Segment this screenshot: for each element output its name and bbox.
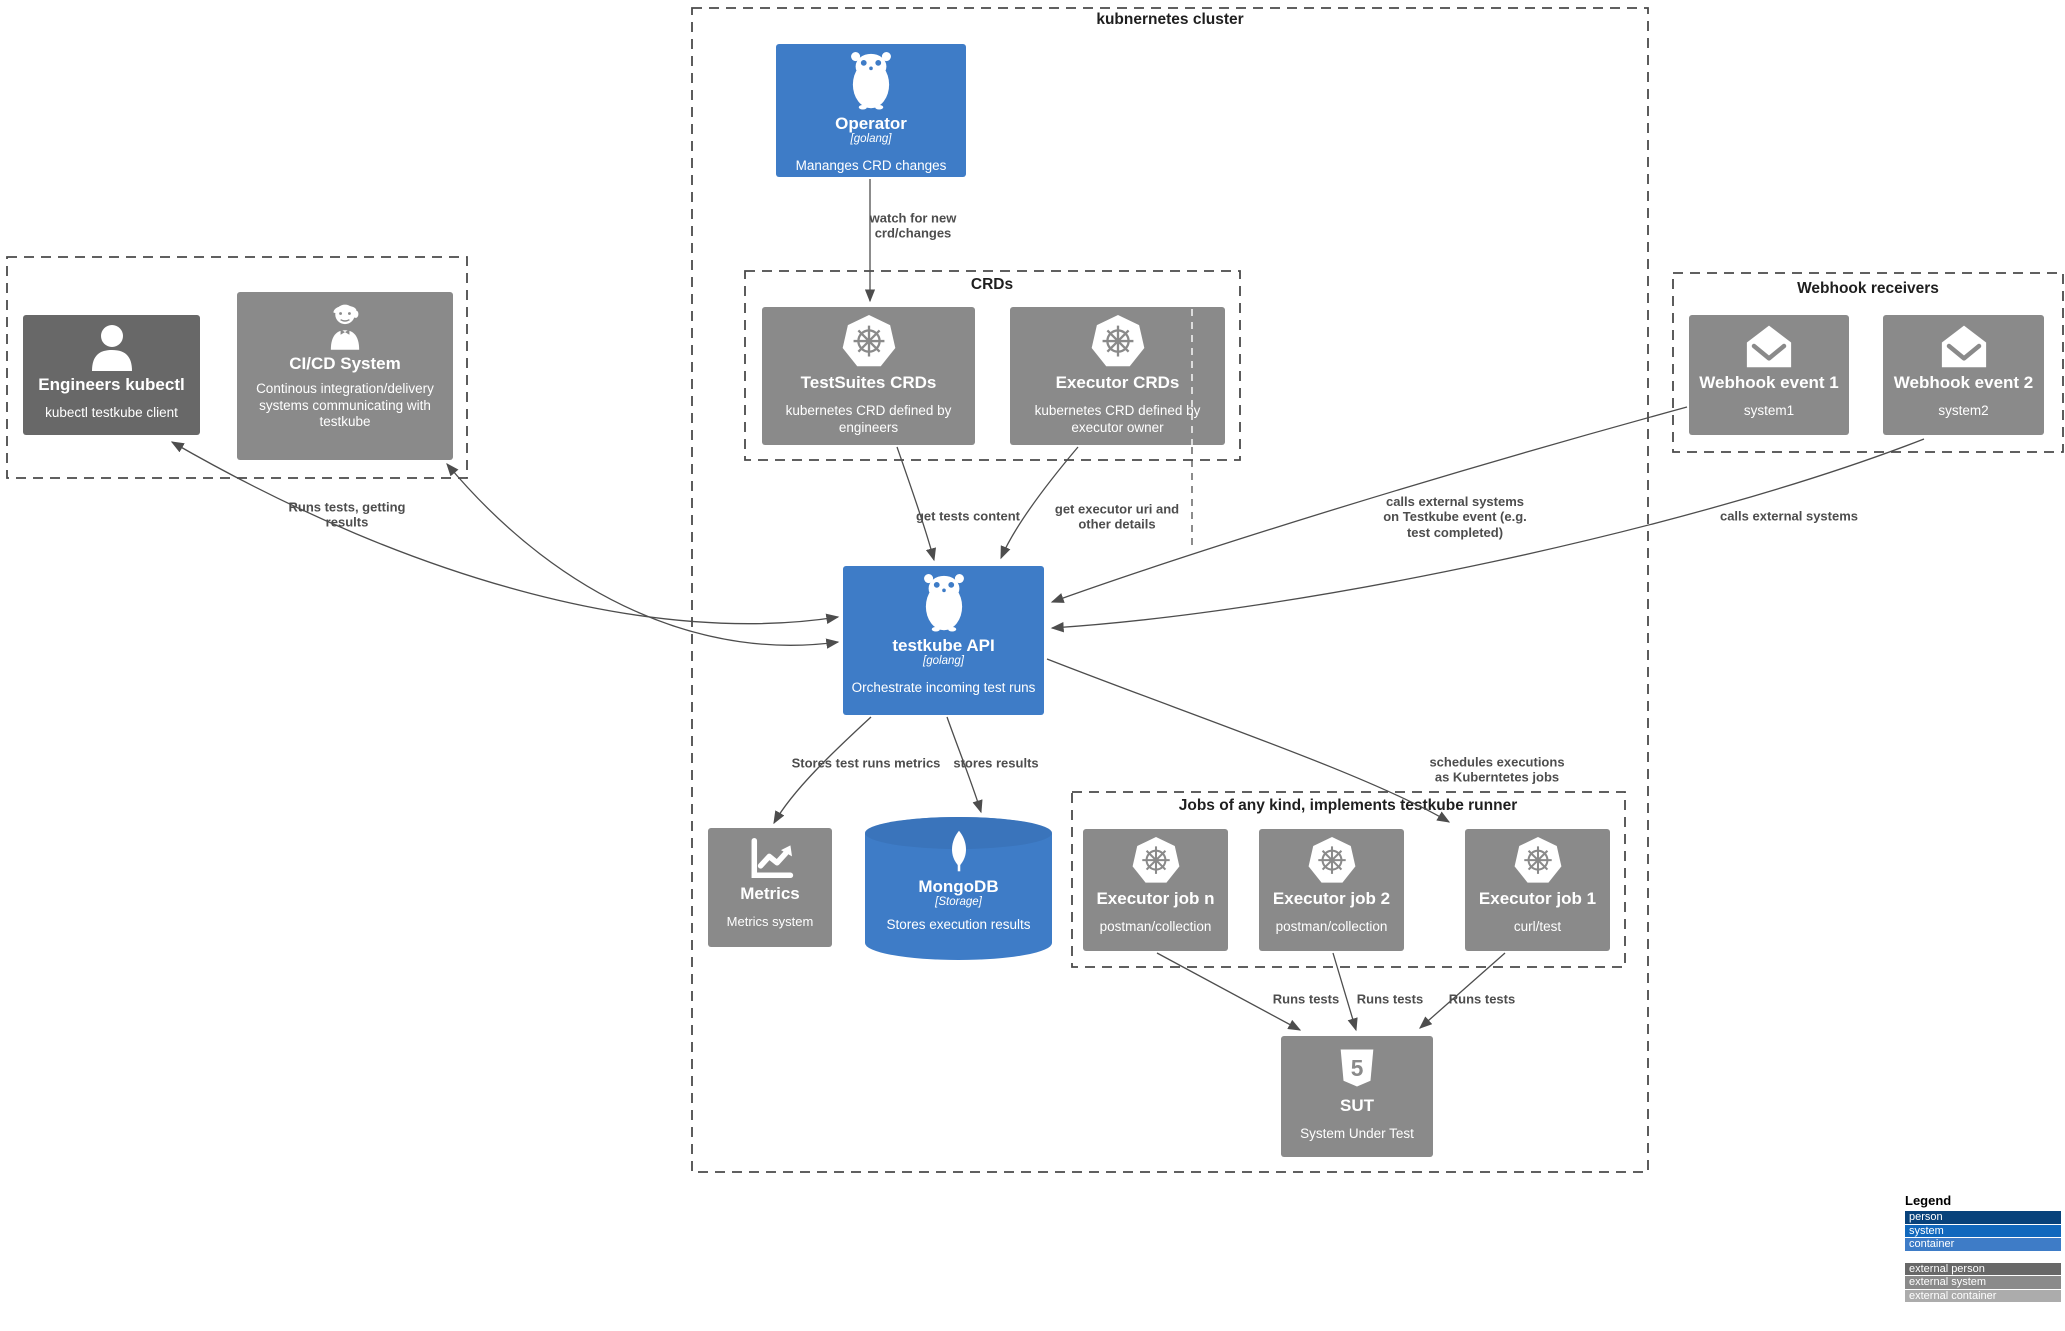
node-subtitle: [Storage] [935,896,982,909]
node-title: Engineers kubectl [38,375,185,394]
node-operator: Operator [golang] Mananges CRD changes [776,44,966,177]
node-description: Mananges CRD changes [795,157,947,173]
kubernetes-icon [1514,837,1561,883]
node-title: Executor job n [1096,889,1215,908]
legend: Legend person system container external … [1905,1193,2061,1303]
node-description: kubernetes CRD defined by engineers [785,403,952,435]
edge-label-watch: watch for new crd/changes [869,210,957,241]
legend-item-external-system: external system [1905,1276,2061,1289]
node-sut: 5 SUT System Under Test [1281,1036,1433,1157]
node-description: kubectl testkube client [45,405,178,421]
edge-label-stores-metrics: Stores test runs metrics [791,755,941,771]
edge-cicd-api [446,463,840,649]
node-description: postman/collection [1275,919,1388,935]
node-description: System Under Test [1300,1126,1414,1142]
node-title: SUT [1340,1096,1374,1115]
boundary-title-cluster: kubnernetes cluster [1096,11,1244,28]
kubernetes-icon [1091,315,1144,367]
envelope-icon [1941,325,1986,368]
node-description: postman/collection [1099,919,1212,935]
node-title: Webhook event 1 [1699,373,1839,392]
node-title: TestSuites CRDs [800,373,937,392]
kubernetes-icon [842,315,895,367]
edge-label-runs-tests: Runs tests [1356,991,1424,1007]
legend-item-person: person [1905,1211,2061,1224]
edge-label-runs-get-results: Runs tests, getting results [288,499,406,530]
node-mongodb: MongoDB [Storage] Stores execution resul… [865,817,1052,960]
node-title: Executor CRDs [1055,373,1180,392]
node-subtitle: [golang] [923,655,964,668]
legend-item-container: container [1905,1238,2061,1251]
node-webhook-event-1: Webhook event 1 system1 [1689,315,1849,435]
edge-testsuites-api [896,446,937,562]
node-executor-job-2: Executor job 2 postman/collection [1259,829,1404,951]
node-subtitle: [golang] [850,133,892,146]
node-title: Operator [835,114,907,133]
mongodb-leaf-icon [951,830,966,872]
kubernetes-icon [1132,837,1179,883]
legend-title: Legend [1905,1193,1952,1208]
node-description: Stores execution results [886,916,1031,932]
edge-label-get-tests: get tests content [915,508,1021,524]
node-title: testkube API [892,636,995,655]
chart-icon [751,837,794,879]
edge-label-calls-event: calls external systems on Testkube event… [1383,494,1527,540]
edge-label-stores-results: stores results [953,755,1039,771]
boundary-title-jobs: Jobs of any kind, implements testkube ru… [1178,797,1518,814]
node-description: Orchestrate incoming test runs [851,679,1036,695]
node-title: MongoDB [918,877,999,896]
gopher-icon [851,52,891,110]
kubernetes-icon [1308,837,1355,883]
node-description: system1 [1743,403,1795,419]
edge-label-calls-external: calls external systems [1719,508,1859,524]
node-testkube-api: testkube API [golang] Orchestrate incomi… [843,566,1044,715]
node-executor-job-n: Executor job n postman/collection [1083,829,1228,951]
edge-engineers-api [170,441,840,625]
legend-item-external-person: external person [1905,1262,2061,1275]
node-title: Executor job 1 [1478,889,1597,908]
node-webhook-event-2: Webhook event 2 system2 [1883,315,2044,435]
gopher-icon [923,574,964,632]
node-description: Continous integration/delivery systems c… [256,381,434,429]
node-engineers-kubectl: Engineers kubectl kubectl testkube clien… [23,315,200,435]
boundary-title-webhooks: Webhook receivers [1797,280,1939,297]
edge-label-runs-tests: Runs tests [1448,991,1516,1007]
legend-item-external-container: external container [1905,1289,2061,1302]
edge-label-get-executor: get executor uri and other details [1054,501,1180,532]
node-title: Metrics [740,884,800,903]
node-description: kubernetes CRD defined by executor owner [1034,403,1201,435]
jenkins-butler-icon [330,304,360,350]
legend-item-system: system [1905,1224,2061,1237]
person-icon [91,325,132,371]
node-description: system2 [1938,403,1989,419]
node-title: CI/CD System [289,354,401,373]
node-title: Executor job 2 [1272,889,1391,908]
envelope-icon [1746,325,1792,368]
node-description: Metrics system [726,914,814,930]
node-title: Webhook event 2 [1893,373,2034,392]
html5-icon: 5 [1340,1049,1374,1087]
node-executor-job-1: Executor job 1 curl/test [1465,829,1610,951]
node-description: curl/test [1513,919,1562,935]
node-cicd-system: CI/CD System Continous integration/deliv… [237,292,453,460]
edge-label-schedules: schedules executions as Kuberntetes jobs [1429,754,1565,785]
node-testsuites-crds: TestSuites CRDs kubernetes CRD defined b… [762,307,975,445]
node-executor-crds: Executor CRDs kubernetes CRD defined by … [1010,307,1225,445]
boundary-title-crds: CRDs [970,276,1014,293]
edge-label-runs-tests: Runs tests [1272,991,1340,1007]
svg-text:5: 5 [1351,1055,1364,1081]
node-metrics: Metrics Metrics system [708,828,832,947]
